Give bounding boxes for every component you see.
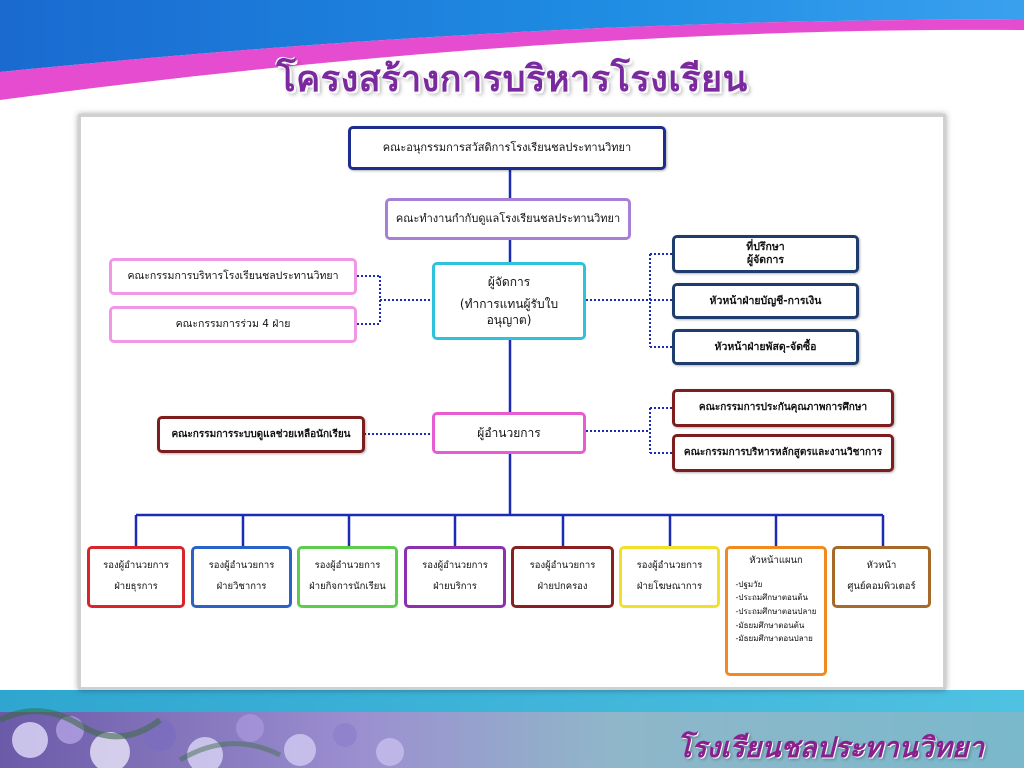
curriculum-committee-label: คณะกรรมการบริหารหลักสูตรและงานวิชาการ — [683, 447, 883, 459]
dept-line1: หัวหน้าแผนก — [749, 555, 803, 566]
dept-line1: รองผู้อำนวยการ — [208, 560, 275, 572]
manager-note: (ทำการแทนผู้รับใบอนุญาต) — [459, 296, 559, 328]
working-group-label: คณะทำงานกำกับดูแลโรงเรียนชลประทานวิทยา — [395, 211, 621, 225]
section-item: -ปฐมวัย — [735, 579, 763, 589]
dept-line2: ฝ่ายกิจการนักเรียน — [309, 581, 386, 592]
dept-line2: ฝ่ายธุรการ — [114, 581, 158, 592]
slide-title: โครงสร้างการบริหารโรงเรียน — [276, 59, 748, 100]
curriculum-committee-box: คณะกรรมการบริหารหลักสูตรและงานวิชาการ — [672, 434, 894, 472]
joint-committee-box: คณะกรรมการร่วม 4 ฝ่าย — [109, 306, 357, 343]
dept-line2: ฝ่ายบริการ — [433, 581, 477, 592]
admin-committee-label: คณะกรรมการบริหารโรงเรียนชลประทานวิทยา — [127, 270, 339, 283]
director-label: ผู้อำนวยการ — [477, 425, 541, 440]
dept-box-service: รองผู้อำนวยการ ฝ่ายบริการ — [404, 546, 506, 608]
school-name-footer: โรงเรียนชลประทานวิทยา — [676, 731, 984, 764]
student-support-label: คณะกรรมการระบบดูแลช่วยเหลือนักเรียน — [171, 428, 351, 440]
procurement-head-box: หัวหน้าฝ่ายพัสดุ-จัดซื้อ — [672, 329, 859, 365]
dept-box-computer-center: หัวหน้า ศูนย์คอมพิวเตอร์ — [832, 546, 931, 608]
accounting-head-box: หัวหน้าฝ่ายบัญชี-การเงิน — [672, 283, 859, 319]
manager-title: ผู้จัดการ — [487, 274, 531, 289]
advisor-line2: ผู้จัดการ — [746, 254, 785, 266]
dept-box-admin: รองผู้อำนวยการ ฝ่ายธุรการ — [87, 546, 185, 608]
director-box: ผู้อำนวยการ — [432, 412, 586, 454]
dept-line1: รองผู้อำนวยการ — [636, 560, 703, 572]
student-support-box: คณะกรรมการระบบดูแลช่วยเหลือนักเรียน — [157, 416, 365, 453]
admin-committee-box: คณะกรรมการบริหารโรงเรียนชลประทานวิทยา — [109, 258, 357, 295]
dept-line1: รองผู้อำนวยการ — [314, 560, 381, 572]
dept-line1: รองผู้อำนวยการ — [529, 560, 596, 572]
section-item: -มัธยมศึกษาตอนปลาย — [735, 634, 813, 644]
quality-committee-label: คณะกรรมการประกันคุณภาพการศึกษา — [698, 402, 868, 414]
dept-box-discipline: รองผู้อำนวยการ ฝ่ายปกครอง — [511, 546, 614, 608]
quality-committee-box: คณะกรรมการประกันคุณภาพการศึกษา — [672, 389, 894, 427]
dept-line1: หัวหน้า — [866, 560, 897, 572]
dept-line2: ศูนย์คอมพิวเตอร์ — [847, 581, 916, 592]
welfare-subcommittee-label: คณะอนุกรรมการสวัสดิการโรงเรียนชลประทานวิ… — [382, 140, 632, 154]
manager-box: ผู้จัดการ (ทำการแทนผู้รับใบอนุญาต) — [432, 262, 586, 340]
dept-line2: ฝ่ายโฆษณาการ — [636, 581, 703, 592]
dept-line1: รองผู้อำนวยการ — [103, 560, 169, 572]
dept-line1: รองผู้อำนวยการ — [422, 560, 488, 572]
procurement-head-label: หัวหน้าฝ่ายพัสดุ-จัดซื้อ — [714, 340, 817, 353]
dept-line2: ฝ่ายวิชาการ — [216, 581, 267, 592]
section-item: -ประถมศึกษาตอนต้น — [735, 593, 809, 603]
dept-box-student-affairs: รองผู้อำนวยการ ฝ่ายกิจการนักเรียน — [297, 546, 398, 608]
joint-committee-label: คณะกรรมการร่วม 4 ฝ่าย — [175, 318, 291, 331]
dept-box-academic: รองผู้อำนวยการ ฝ่ายวิชาการ — [191, 546, 292, 608]
dept-box-publicity: รองผู้อำนวยการ ฝ่ายโฆษณาการ — [619, 546, 720, 608]
advisor-line1: ที่ปรึกษา — [746, 241, 785, 254]
section-item: -มัธยมศึกษาตอนต้น — [735, 620, 805, 630]
working-group-box: คณะทำงานกำกับดูแลโรงเรียนชลประทานวิทยา — [385, 198, 631, 240]
dept-line2: ฝ่ายปกครอง — [537, 581, 588, 592]
advisor-box: ที่ปรึกษา ผู้จัดการ — [672, 235, 859, 273]
dept-box-section-heads: หัวหน้าแผนก -ปฐมวัย -ประถมศึกษาตอนต้น -ป… — [725, 546, 827, 676]
section-item: -ประถมศึกษาตอนปลาย — [735, 607, 817, 616]
section-list: -ปฐมวัย -ประถมศึกษาตอนต้น -ประถมศึกษาตอน… — [736, 578, 817, 646]
accounting-head-label: หัวหน้าฝ่ายบัญชี-การเงิน — [709, 294, 822, 307]
welfare-subcommittee-box: คณะอนุกรรมการสวัสดิการโรงเรียนชลประทานวิ… — [348, 126, 666, 170]
